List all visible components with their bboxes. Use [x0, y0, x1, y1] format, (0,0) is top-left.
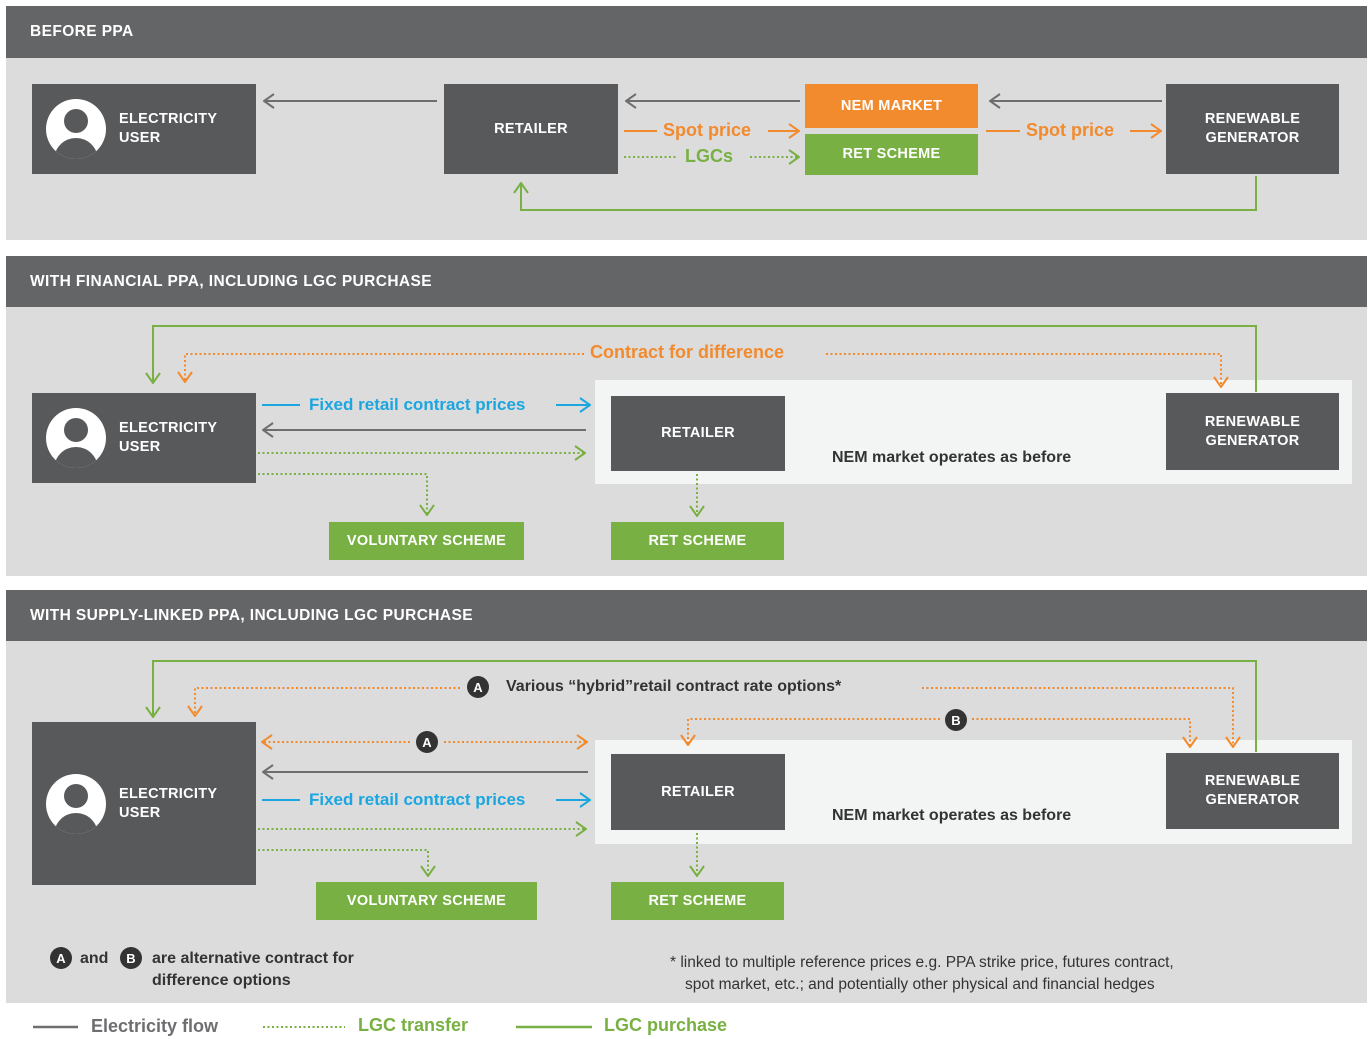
renewable-generator-box: RENEWABLE GENERATOR [1166, 753, 1339, 829]
ret-scheme-box: RET SCHEME [611, 882, 784, 920]
circle-a-icon: A [50, 947, 72, 969]
section-header-financial-ppa: WITH FINANCIAL PPA, INCLUDING LGC PURCHA… [6, 256, 1367, 307]
ret-scheme-box: RET SCHEME [805, 134, 978, 175]
circle-b-icon: B [945, 709, 967, 731]
section-title: WITH SUPPLY-LINKED PPA, INCLUDING LGC PU… [30, 606, 473, 624]
fixed-retail-prices-label: Fixed retail contract prices [309, 790, 526, 809]
generator-label-line1: RENEWABLE [1204, 111, 1301, 128]
generator-label-line2: GENERATOR [1205, 792, 1300, 808]
footnote-line1: * linked to multiple reference prices e.… [670, 954, 1174, 971]
note-line2: difference options [152, 972, 291, 990]
circle-a-icon: A [467, 676, 489, 698]
legend-lgc-purchase: LGC purchase [604, 1015, 728, 1035]
note-and-label: and [80, 950, 109, 967]
user-avatar-icon [46, 408, 106, 468]
user-avatar-icon [46, 773, 106, 834]
spot-price-label-left: Spot price [663, 120, 752, 140]
generator-label-line2: GENERATOR [1205, 432, 1300, 449]
electricity-user-box: ELECTRICITY USER [32, 722, 256, 885]
generator-label-line1: RENEWABLE [1204, 413, 1301, 430]
spot-price-label-right: Spot price [1026, 120, 1115, 140]
user-label-line1: ELECTRICITY [119, 420, 218, 437]
user-label-line2: USER [119, 804, 161, 821]
user-label-line1: ELECTRICITY [119, 785, 218, 802]
lgcs-label: LGCs [685, 146, 734, 166]
ret-scheme-box: RET SCHEME [611, 522, 784, 560]
user-label-line2: USER [119, 439, 161, 455]
user-label-line1: ELECTRICITY [119, 111, 218, 128]
renewable-generator-box: RENEWABLE GENERATOR [1166, 393, 1339, 470]
circle-b-icon: B [120, 947, 142, 969]
footnote-line2: spot market, etc.; and potentially other… [685, 975, 1155, 993]
alternatives-note: are alternative contract for difference … [152, 948, 354, 993]
hybrid-options-label: Various “hybrid”retail contract rate opt… [506, 678, 842, 695]
section-title: WITH FINANCIAL PPA, INCLUDING LGC PURCHA… [30, 272, 432, 290]
voluntary-scheme-box: VOLUNTARY SCHEME [316, 882, 537, 920]
electricity-user-box: ELECTRICITY USER [32, 393, 256, 483]
fixed-retail-prices-label: Fixed retail contract prices [309, 395, 526, 414]
legend-electricity-flow: Electricity flow [91, 1016, 219, 1036]
section-title: BEFORE PPA [30, 23, 134, 40]
renewable-generator-box: RENEWABLE GENERATOR [1166, 84, 1339, 174]
retailer-box: RETAILER [611, 754, 785, 830]
nem-operates-label: NEM market operates as before [832, 449, 1072, 466]
contract-for-difference-label: Contract for difference [590, 342, 785, 362]
section-header-supply-linked-ppa: WITH SUPPLY-LINKED PPA, INCLUDING LGC PU… [6, 590, 1367, 641]
voluntary-scheme-box: VOLUNTARY SCHEME [329, 522, 524, 560]
footnote: * linked to multiple reference prices e.… [670, 952, 1174, 995]
retailer-box: RETAILER [611, 396, 785, 471]
circle-a-icon: A [416, 731, 438, 753]
nem-market-box: NEM MARKET [805, 84, 978, 128]
user-avatar-icon [46, 99, 106, 159]
generator-label-line2: GENERATOR [1205, 130, 1300, 146]
legend-lgc-transfer: LGC transfer [358, 1015, 469, 1035]
note-line1: are alternative contract for [152, 950, 354, 967]
nem-operates-label: NEM market operates as before [832, 807, 1072, 824]
generator-label-line1: RENEWABLE [1204, 773, 1301, 790]
user-label-line2: USER [119, 130, 161, 146]
section-header-before-ppa: BEFORE PPA [6, 6, 1367, 58]
electricity-user-box: ELECTRICITY USER [32, 84, 256, 174]
retailer-box: RETAILER [444, 84, 618, 174]
